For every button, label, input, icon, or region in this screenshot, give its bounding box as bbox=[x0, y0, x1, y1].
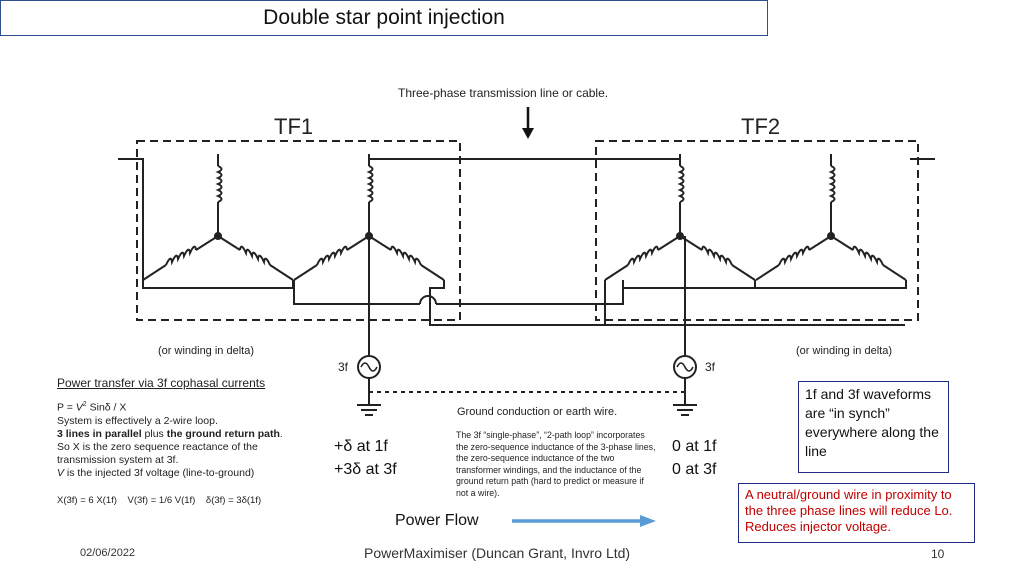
formula-rest: Sinδ / X bbox=[86, 401, 127, 414]
left-delta-3f: +3δ at 3f bbox=[334, 461, 397, 478]
left-delta-1f: +δ at 1f bbox=[334, 438, 388, 455]
tf2-star-right bbox=[755, 153, 907, 281]
source-label-right: 3f bbox=[705, 360, 716, 374]
power-transfer-body: P = V2 Sinδ / X System is effectively a … bbox=[57, 398, 337, 507]
top-label: Three-phase transmission line or cable. bbox=[398, 86, 609, 100]
right-delta-3f: 0 at 3f bbox=[672, 461, 717, 478]
delta-label-right: (or winding in delta) bbox=[796, 345, 892, 357]
right-arrow-icon bbox=[640, 515, 656, 527]
reactance-line: So X is the zero sequence reactance of t… bbox=[57, 440, 258, 453]
power-flow-label: Power Flow bbox=[395, 512, 479, 529]
footer-date: 02/06/2022 bbox=[80, 547, 136, 559]
source-label-left: 3f bbox=[338, 360, 349, 374]
parallel-bold: 3 lines in parallel bbox=[57, 427, 142, 440]
voltage-rest: is the injected 3f voltage (line-to-grou… bbox=[64, 466, 255, 479]
footer-page: 10 bbox=[931, 547, 945, 561]
neutral-wire-box: A neutral/ground wire in proximity to th… bbox=[738, 483, 975, 543]
slide-title: Double star point injection bbox=[0, 0, 768, 36]
formula-exponent: 2 bbox=[82, 401, 87, 408]
equation-delta: δ(3f) = 3δ(1f) bbox=[205, 494, 262, 506]
footer-center: PowerMaximiser (Duncan Grant, Invro Ltd) bbox=[364, 545, 631, 561]
voltage-v: V bbox=[57, 466, 65, 479]
parallel-line: 3 lines in parallel plus the ground retu… bbox=[57, 428, 337, 441]
synch-box: 1f and 3f waveforms are “in synch” every… bbox=[798, 381, 949, 473]
power-transfer-heading: Power transfer via 3f cophasal currents bbox=[57, 376, 266, 390]
transmission-line: transmission system at 3f. bbox=[57, 453, 179, 466]
right-delta-1f: 0 at 1f bbox=[672, 438, 717, 455]
tf2-label: TF2 bbox=[741, 114, 781, 139]
formula-line: P = V2 Sinδ / X bbox=[57, 398, 337, 415]
tf1-box bbox=[136, 140, 461, 321]
formula-prefix: P = bbox=[57, 401, 76, 414]
zero-sequence-note: The 3f “single-phase”, “2-path loop” inc… bbox=[456, 430, 656, 498]
injected-voltage-line: V is the injected 3f voltage (line-to-gr… bbox=[57, 467, 337, 480]
equation-v: V(3f) = 1/6 V(1f) bbox=[127, 494, 196, 506]
tf2-box bbox=[595, 140, 919, 321]
left-3f-source bbox=[357, 355, 381, 379]
delta-label-left: (or winding in delta) bbox=[158, 345, 254, 357]
right-3f-source bbox=[673, 355, 697, 379]
equation-x: X(3f) = 6 X(1f) bbox=[57, 494, 117, 506]
tf1-label: TF1 bbox=[274, 114, 314, 139]
tf2-star-left bbox=[604, 153, 756, 281]
ground-return-bold: the ground return path bbox=[166, 427, 280, 440]
down-arrow-icon bbox=[522, 128, 534, 139]
parallel-plus: plus bbox=[141, 427, 167, 440]
two-wire-line: System is effectively a 2-wire loop. bbox=[57, 414, 218, 427]
ground-label: Ground conduction or earth wire. bbox=[457, 406, 618, 418]
parallel-end: . bbox=[279, 427, 283, 440]
power-transfer-block: Power transfer via 3f cophasal currents … bbox=[57, 376, 337, 507]
formula-v: V bbox=[75, 401, 83, 414]
tf1-star-left bbox=[142, 153, 294, 281]
equations-line: X(3f) = 6 X(1f) V(3f) = 1/6 V(1f) δ(3f) … bbox=[57, 494, 337, 507]
